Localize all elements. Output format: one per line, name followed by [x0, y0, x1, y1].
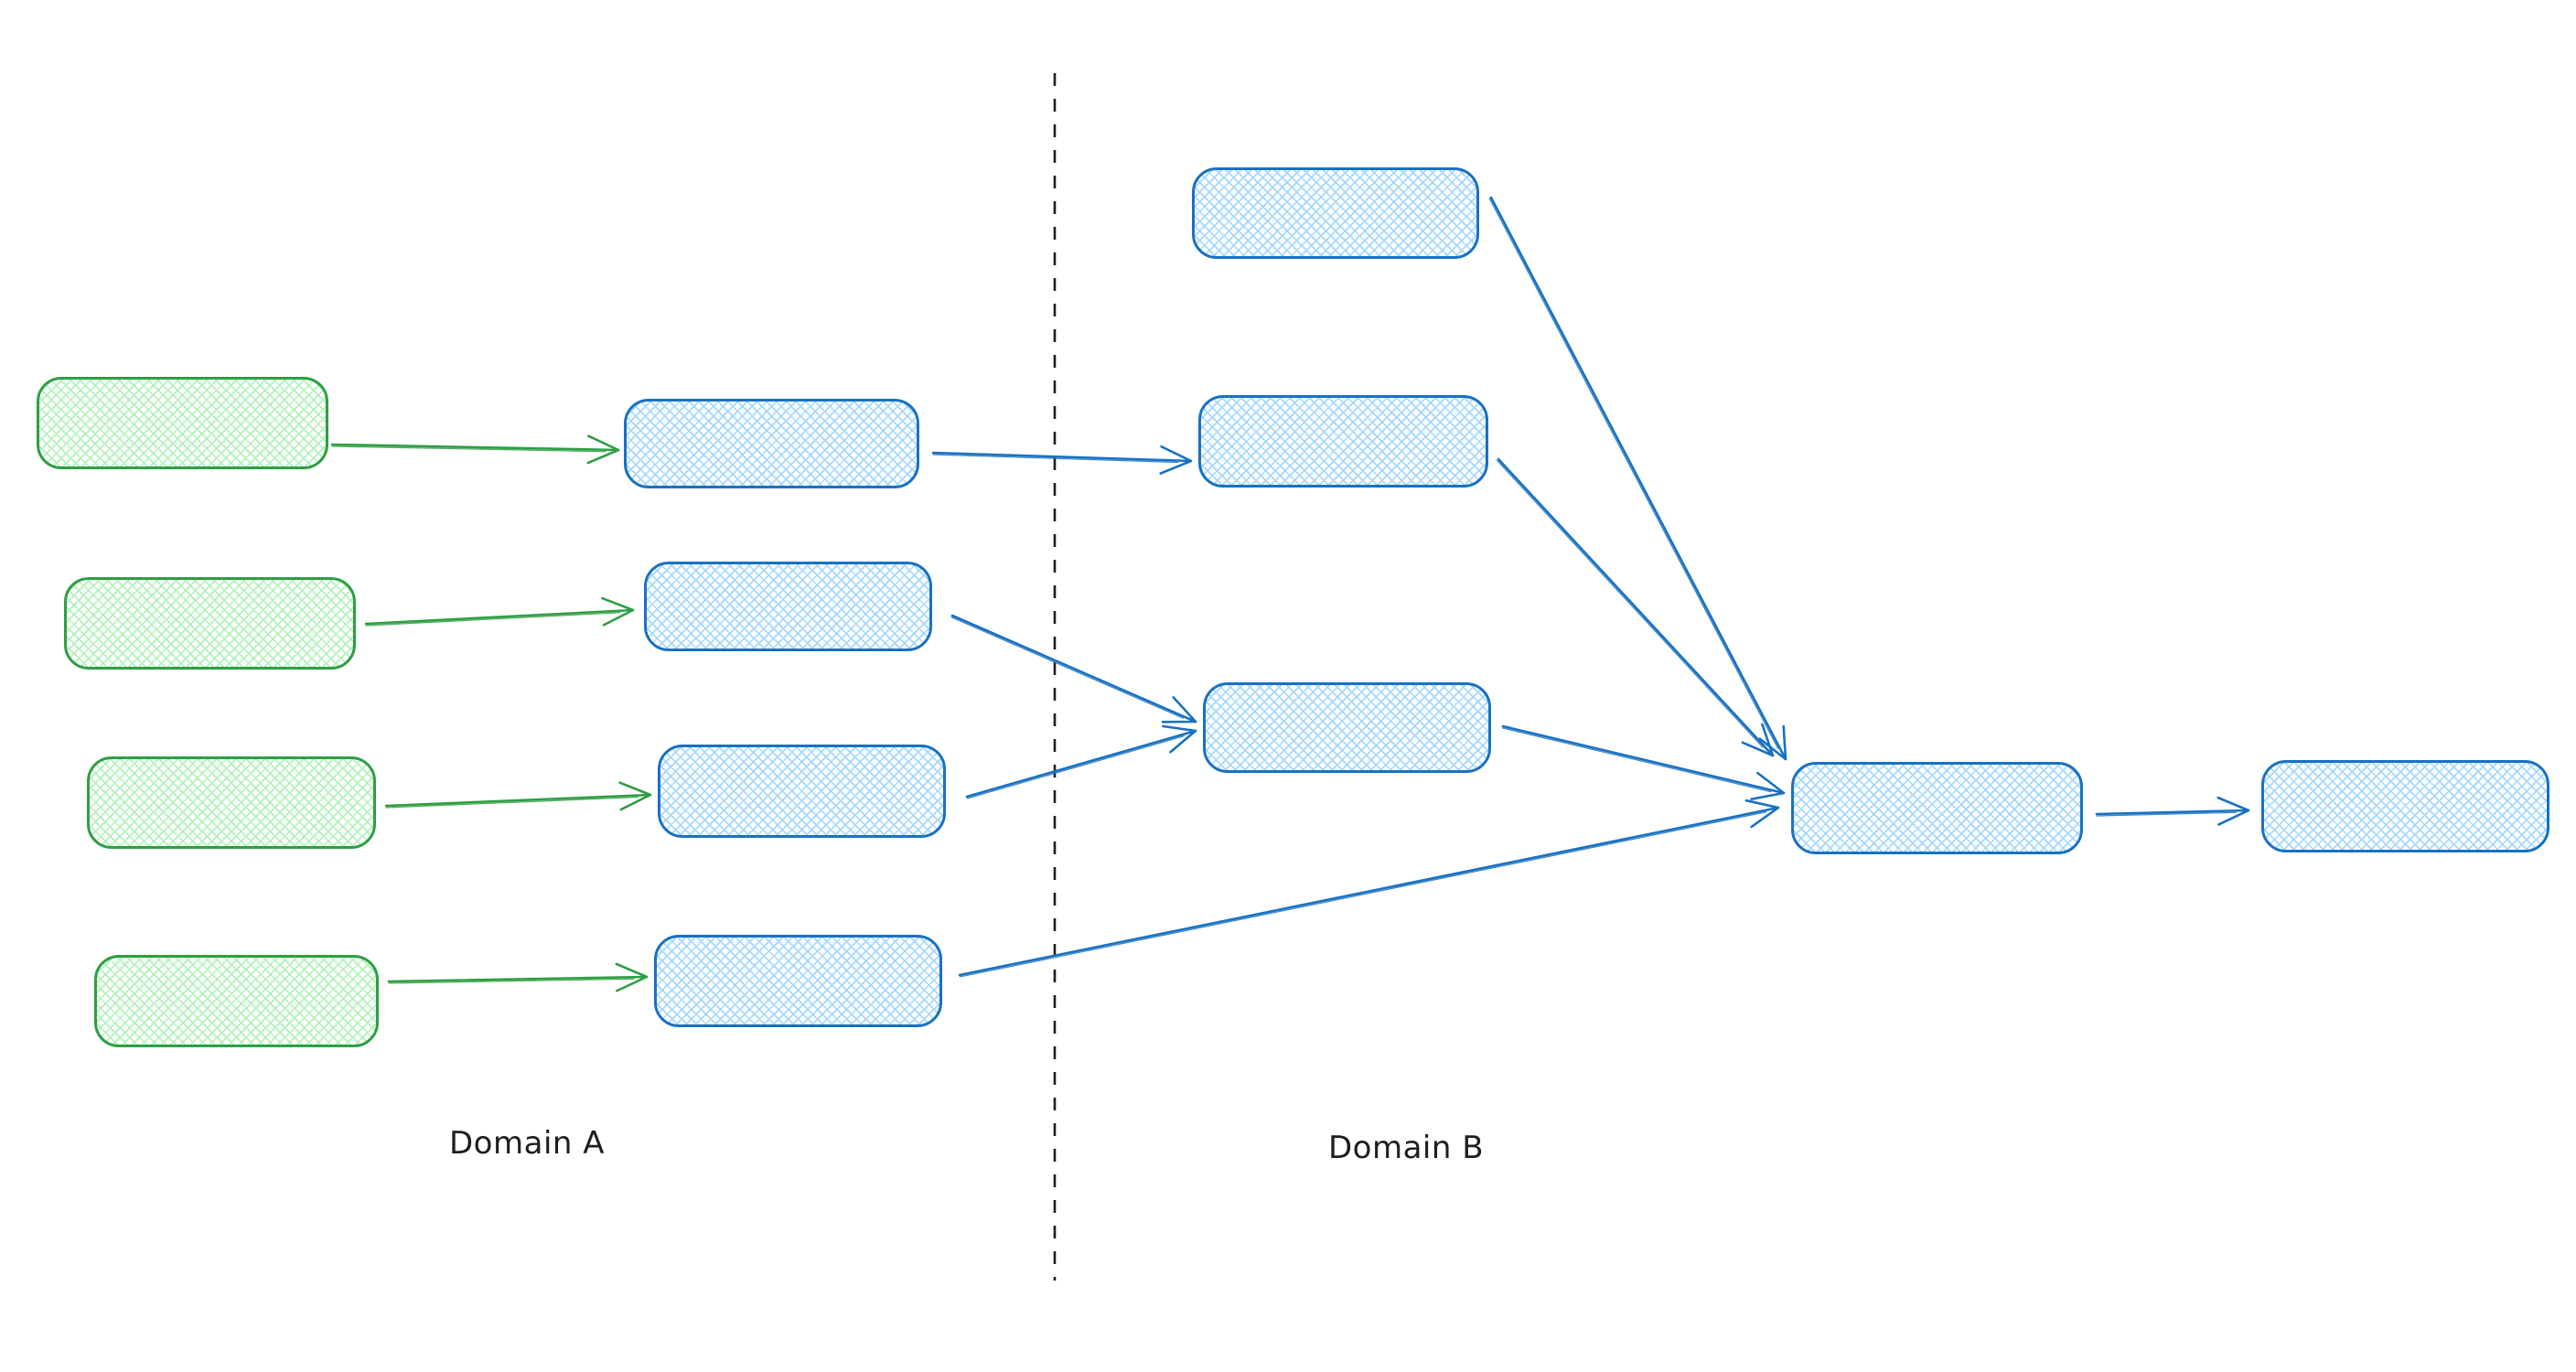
edge-source3-a3-arrowhead-icon: [618, 781, 652, 811]
edge-a3-b3-arrowhead-icon: [1162, 724, 1197, 754]
edge-b3-b4: [1501, 724, 1786, 800]
edge-source4-a4: [387, 962, 649, 992]
node-source-3: [87, 756, 376, 849]
edge-source2-a2: [364, 596, 635, 627]
node-domain-a-node-2: [644, 562, 932, 651]
edge-source2-a2-arrowhead-icon: [601, 596, 635, 627]
domain-b-label: Domain B: [1327, 1130, 1485, 1166]
edge-a3-b3: [965, 724, 1197, 799]
edge-a1-b2: [931, 445, 1193, 475]
edge-a2-b3-arrowhead-icon: [1161, 696, 1197, 724]
edge-a4-b4-arrowhead-icon: [1744, 799, 1780, 829]
node-domain-b-node-5: [2261, 760, 2549, 852]
edge-a4-b4: [958, 799, 1780, 978]
node-domain-a-node-4: [654, 935, 942, 1027]
edge-b4-b5: [2095, 796, 2250, 826]
edge-a2-b3: [950, 614, 1197, 724]
node-domain-b-node-2: [1198, 395, 1488, 488]
node-domain-a-node-3: [658, 745, 946, 838]
node-source-4: [94, 955, 379, 1047]
edge-source4-a4-arrowhead-icon: [615, 962, 649, 992]
edge-source1-a1-arrowhead-icon: [586, 434, 620, 465]
domain-a-label: Domain A: [449, 1125, 605, 1162]
edge-b3-b4-arrowhead-icon: [1750, 771, 1786, 800]
node-source-2: [64, 577, 356, 670]
edge-source1-a1: [330, 434, 620, 465]
node-domain-b-node-4: [1791, 762, 2083, 854]
node-domain-b-node-1: [1192, 167, 1479, 259]
edge-b2-b4-arrowhead-icon: [1741, 723, 1775, 757]
node-source-1: [37, 377, 328, 469]
node-domain-a-node-1: [624, 399, 919, 488]
edge-b2-b4: [1496, 457, 1775, 757]
node-domain-b-node-3: [1203, 682, 1491, 773]
edge-a1-b2-arrowhead-icon: [1159, 445, 1193, 475]
edge-source3-a3: [384, 781, 652, 811]
edge-b4-b5-arrowhead-icon: [2216, 796, 2250, 826]
